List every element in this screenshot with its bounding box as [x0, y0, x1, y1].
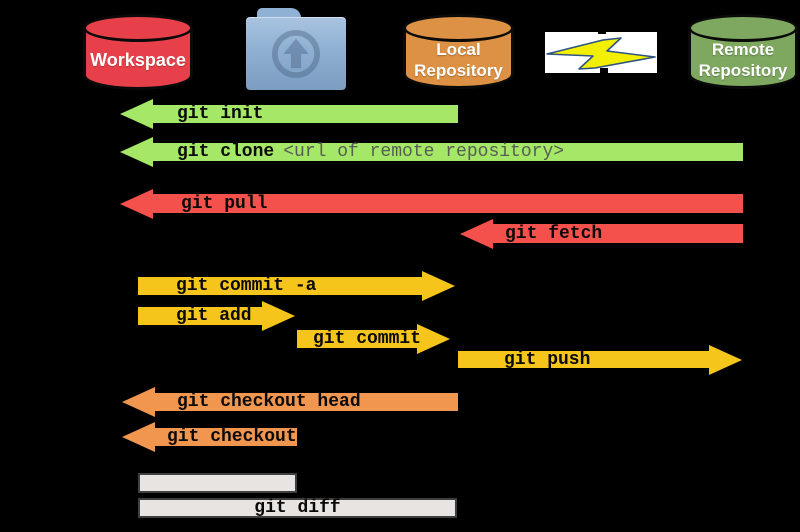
arrow-label: git clone <url of remote repository> — [177, 142, 564, 162]
arrowhead-left-icon — [120, 137, 153, 167]
arrow-git-checkout: git checkout — [122, 422, 297, 452]
arrow-label: git checkout head — [177, 392, 361, 412]
folder-body — [246, 17, 346, 90]
local-repository-label: Local Repository — [414, 40, 503, 80]
remote-repository-node: Remote Repository — [688, 14, 798, 89]
arrow-git-init: git init — [120, 99, 458, 129]
bar-label: git diff — [254, 498, 341, 518]
arrow-label: git fetch — [505, 223, 603, 244]
diff-bar-git-diff: git diff — [138, 498, 457, 518]
arrowhead-left-icon — [120, 188, 153, 219]
cylinder-top — [403, 14, 514, 42]
workspace-node: Workspace — [83, 14, 193, 90]
local-repository-node: Local Repository — [403, 14, 514, 89]
arrow-git-push: git push — [458, 344, 742, 375]
arrow-git-checkout-head: git checkout head — [122, 387, 458, 417]
arrow-label: git commit — [313, 329, 422, 349]
remote-repository-label: Remote Repository — [698, 40, 788, 80]
command-text: git clone — [177, 142, 275, 162]
arrowhead-right-icon — [417, 324, 450, 354]
command-argument: <url of remote repository> — [283, 142, 565, 162]
arrowhead-left-icon — [122, 422, 155, 452]
arrow-git-add: git add — [138, 301, 295, 331]
arrow-git-pull: git pull — [120, 188, 743, 219]
arrowhead-right-icon — [262, 301, 295, 331]
arrow-git-commit: git commit — [297, 324, 450, 354]
upload-folder-icon — [246, 8, 346, 90]
arrow-label: git add — [176, 306, 252, 326]
arrow-label: git push — [504, 349, 591, 370]
arrow-git-commit-a: git commit -a — [138, 271, 455, 301]
arrow-label: git commit -a — [176, 276, 317, 296]
dashed-line-segment — [598, 26, 606, 34]
workspace-label: Workspace — [90, 50, 186, 71]
arrowhead-left-icon — [122, 387, 155, 417]
arrowhead-right-icon — [709, 344, 742, 375]
dashed-line-segment — [600, 68, 608, 77]
cylinder-top — [83, 14, 193, 42]
diff-bar-workspace-index — [138, 473, 297, 493]
arrowhead-left-icon — [120, 99, 153, 129]
cylinder-top — [688, 14, 798, 42]
lightning-icon — [545, 32, 657, 73]
arrow-label: git checkout — [167, 427, 297, 447]
arrow-git-fetch: git fetch — [460, 218, 743, 249]
arrowhead-left-icon — [460, 218, 493, 249]
upload-arrow-emblem — [272, 30, 320, 78]
arrow-label: git init — [177, 104, 264, 124]
arrowhead-right-icon — [422, 271, 455, 301]
arrow-git-clone: git clone <url of remote repository> — [120, 137, 743, 167]
arrow-label: git pull — [181, 193, 268, 214]
